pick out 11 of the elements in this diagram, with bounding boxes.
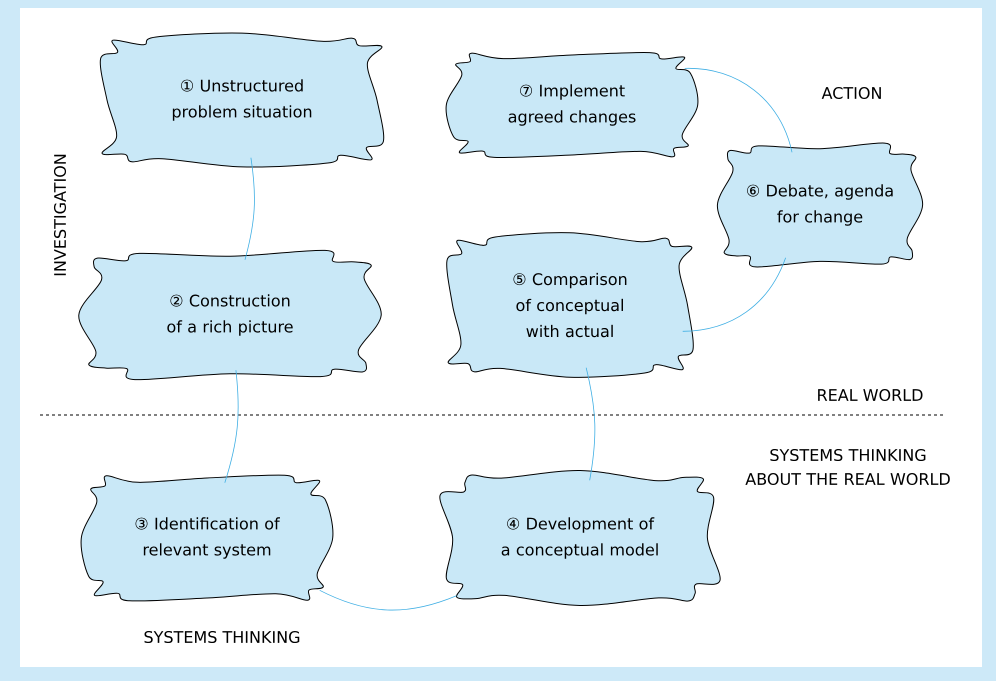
connector-line <box>224 370 239 484</box>
connector-line <box>319 590 457 610</box>
region-label: INVESTIGATION <box>54 154 66 276</box>
connector-line <box>682 257 786 332</box>
region-label: ACTION <box>822 86 881 100</box>
connector-line <box>684 68 792 153</box>
region-label: SYSTEMS THINKING <box>144 630 300 644</box>
connector-line <box>244 157 255 260</box>
connector-line <box>586 367 596 481</box>
region-label: SYSTEMS THINKING ABOUT THE REAL WORLD <box>745 448 950 486</box>
region-label: REAL WORLD <box>818 388 923 402</box>
